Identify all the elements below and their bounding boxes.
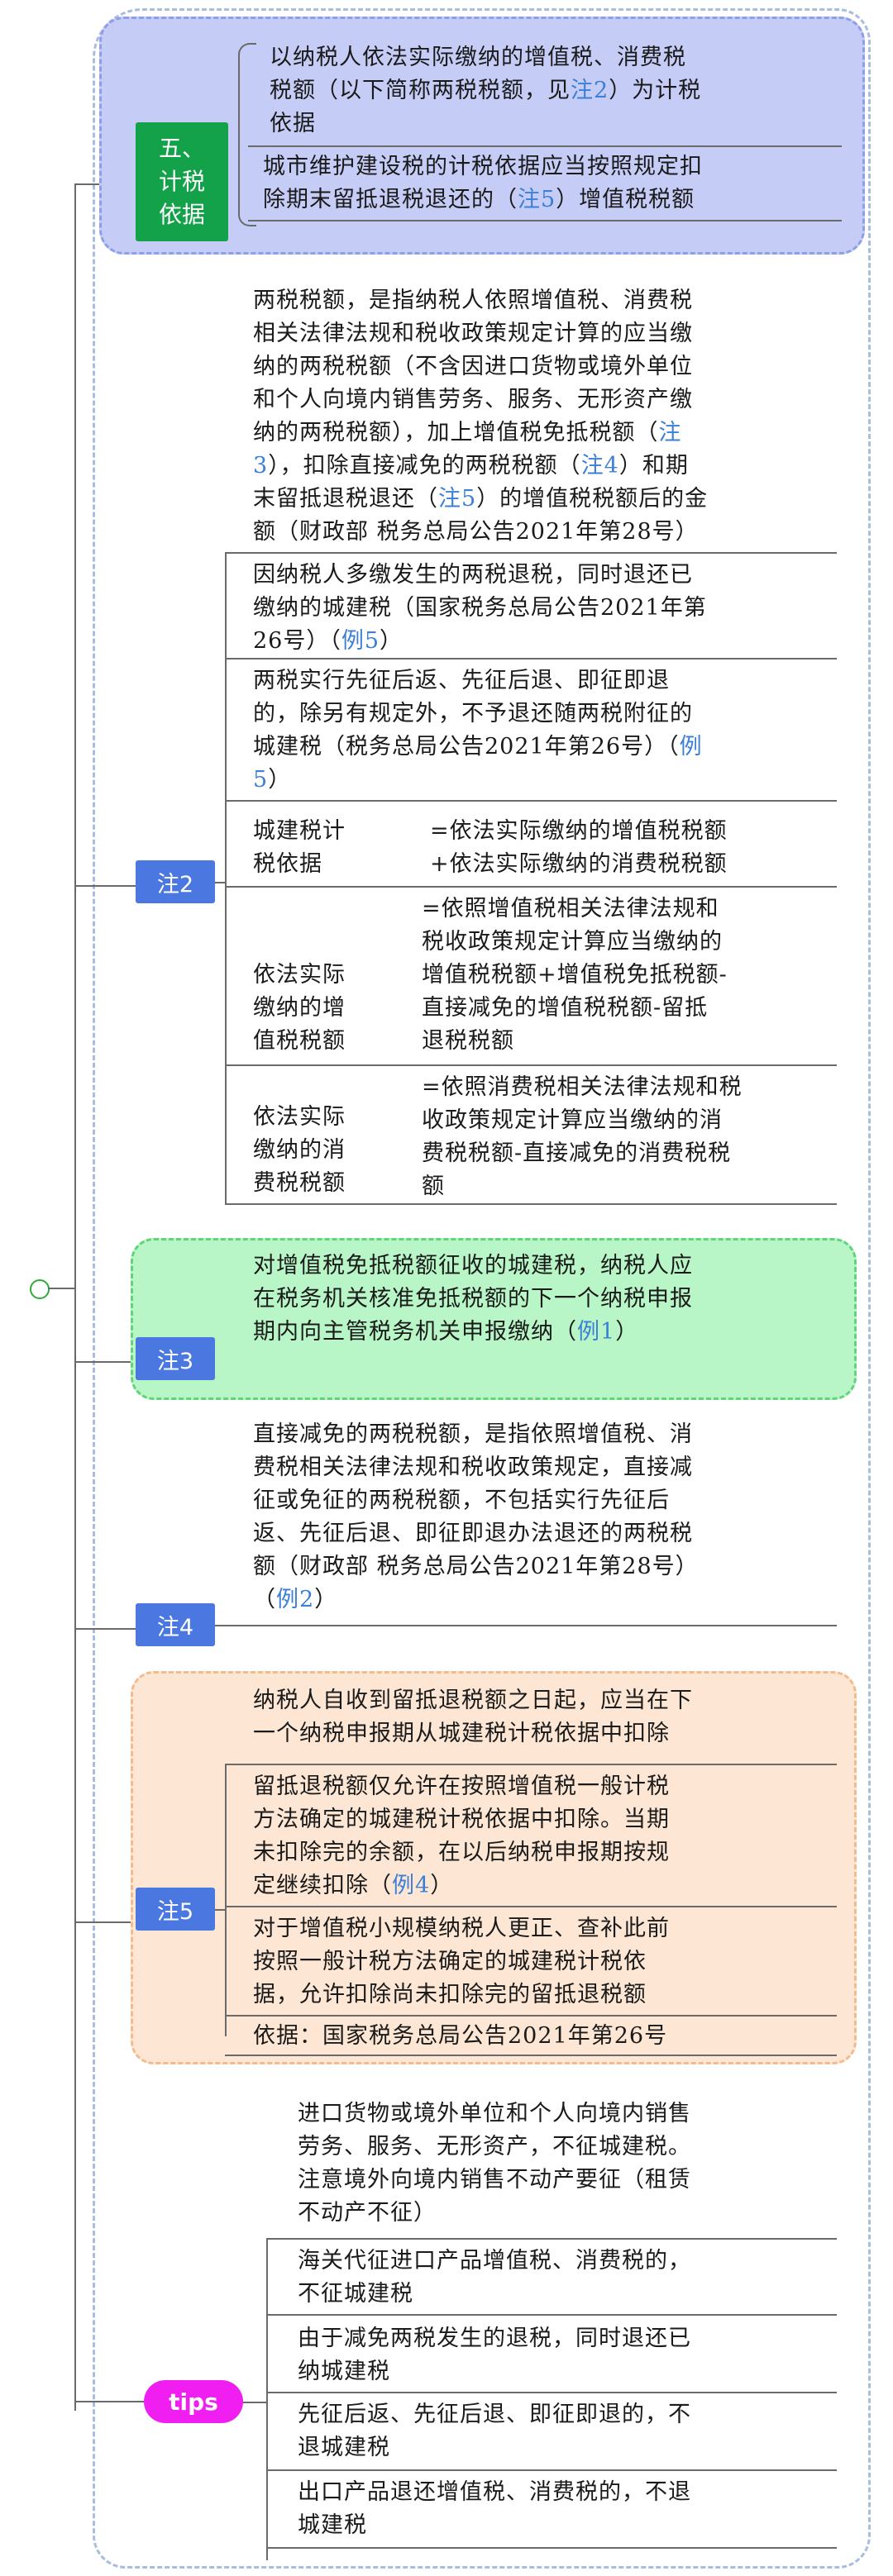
note4-text: 直接减免的两税税额，是指依照增值税、消 费税相关法律法规和税收政策规定，直接减 … xyxy=(253,1421,699,1612)
section5-item2: 城市维护建设税的计税依据应当按照规定扣 除期末留抵退税退还的（注5）增值税税额 xyxy=(263,154,703,212)
root-node xyxy=(30,1279,50,1299)
note2-intro: 两税税额，是指纳税人依照增值税、消费税 相关法律法规和税收政策规定计算的应当缴 … xyxy=(253,288,709,545)
note5-item1: 留抵退税额仅允许在按照增值税一般计税 方法确定的城建税计税依据中扣除。当期 未扣… xyxy=(253,1774,670,1898)
note3-tag[interactable]: 注3 xyxy=(136,1337,215,1380)
note5-card xyxy=(131,1671,857,2064)
section5-tag[interactable]: 五、 计税 依据 xyxy=(136,122,228,241)
note2-row2-value: =依照增值税相关法律法规和 税收政策规定计算应当缴纳的 增值税税额+增值税免抵税… xyxy=(422,896,728,1054)
note5-tag[interactable]: 注5 xyxy=(136,1888,215,1931)
note5-item3: 依据：国家税务总局公告2021年第26号 xyxy=(253,2023,668,2049)
tips-item3: 由于减免两税发生的退税，同时退还已 纳城建税 xyxy=(298,2326,691,2384)
tips-item1: 进口货物或境外单位和个人向境内销售 劳务、服务、无形资产，不征城建税。 注意境外… xyxy=(298,2101,691,2226)
note2-row3-value: =依照消费税相关法律法规和税 收政策规定计算应当缴纳的消 费税税额-直接减免的消… xyxy=(422,1074,743,1199)
section5-item1: 以纳税人依法实际缴纳的增值税、消费税 税额（以下简称两税税额，见注2）为计税 依… xyxy=(270,45,702,136)
note5-intro: 纳税人自收到留抵退税额之日起，应当在下 一个纳税申报期从城建税计税依据中扣除 xyxy=(253,1688,693,1746)
note3-text: 对增值税免抵税额征收的城建税，纳税人应 在税务机关核准免抵税额的下一个纳税申报 … xyxy=(253,1253,693,1345)
note2-row1-value: =依法实际缴纳的增值税税额 +依法实际缴纳的消费税税额 xyxy=(430,818,728,877)
section5-bracket xyxy=(238,43,256,226)
note2-item1: 因纳税人多缴发生的两税退税，同时退还已 缴纳的城建税（国家税务总局公告2021年… xyxy=(253,562,707,654)
trunk-line xyxy=(74,183,76,2411)
note2-row1-label: 城建税计 税依据 xyxy=(253,818,346,877)
note3-card xyxy=(131,1238,857,1400)
outer-card xyxy=(93,8,871,2569)
tips-item4: 先征后返、先征后退、即征即退的，不 退城建税 xyxy=(298,2402,691,2460)
note2-tag[interactable]: 注2 xyxy=(136,860,215,903)
note2-item2: 两税实行先征后返、先征后退、即征即退 的，除另有规定外，不予退还随两税附征的 城… xyxy=(253,668,703,793)
tips-tag[interactable]: tips xyxy=(144,2380,243,2423)
tips-item2: 海关代征进口产品增值税、消费税的， 不征城建税 xyxy=(298,2248,691,2307)
note4-tag[interactable]: 注4 xyxy=(136,1603,215,1646)
note5-item2: 对于增值税小规模纳税人更正、查补此前 按照一般计税方法确定的城建税计税依 据，允… xyxy=(253,1916,670,2007)
tips-item5: 出口产品退还增值税、消费税的，不退 城建税 xyxy=(298,2479,691,2538)
note2-row3-label: 依法实际 缴纳的消 费税税额 xyxy=(253,1104,346,1196)
note2-row2-label: 依法实际 缴纳的增 值税税额 xyxy=(253,962,346,1054)
